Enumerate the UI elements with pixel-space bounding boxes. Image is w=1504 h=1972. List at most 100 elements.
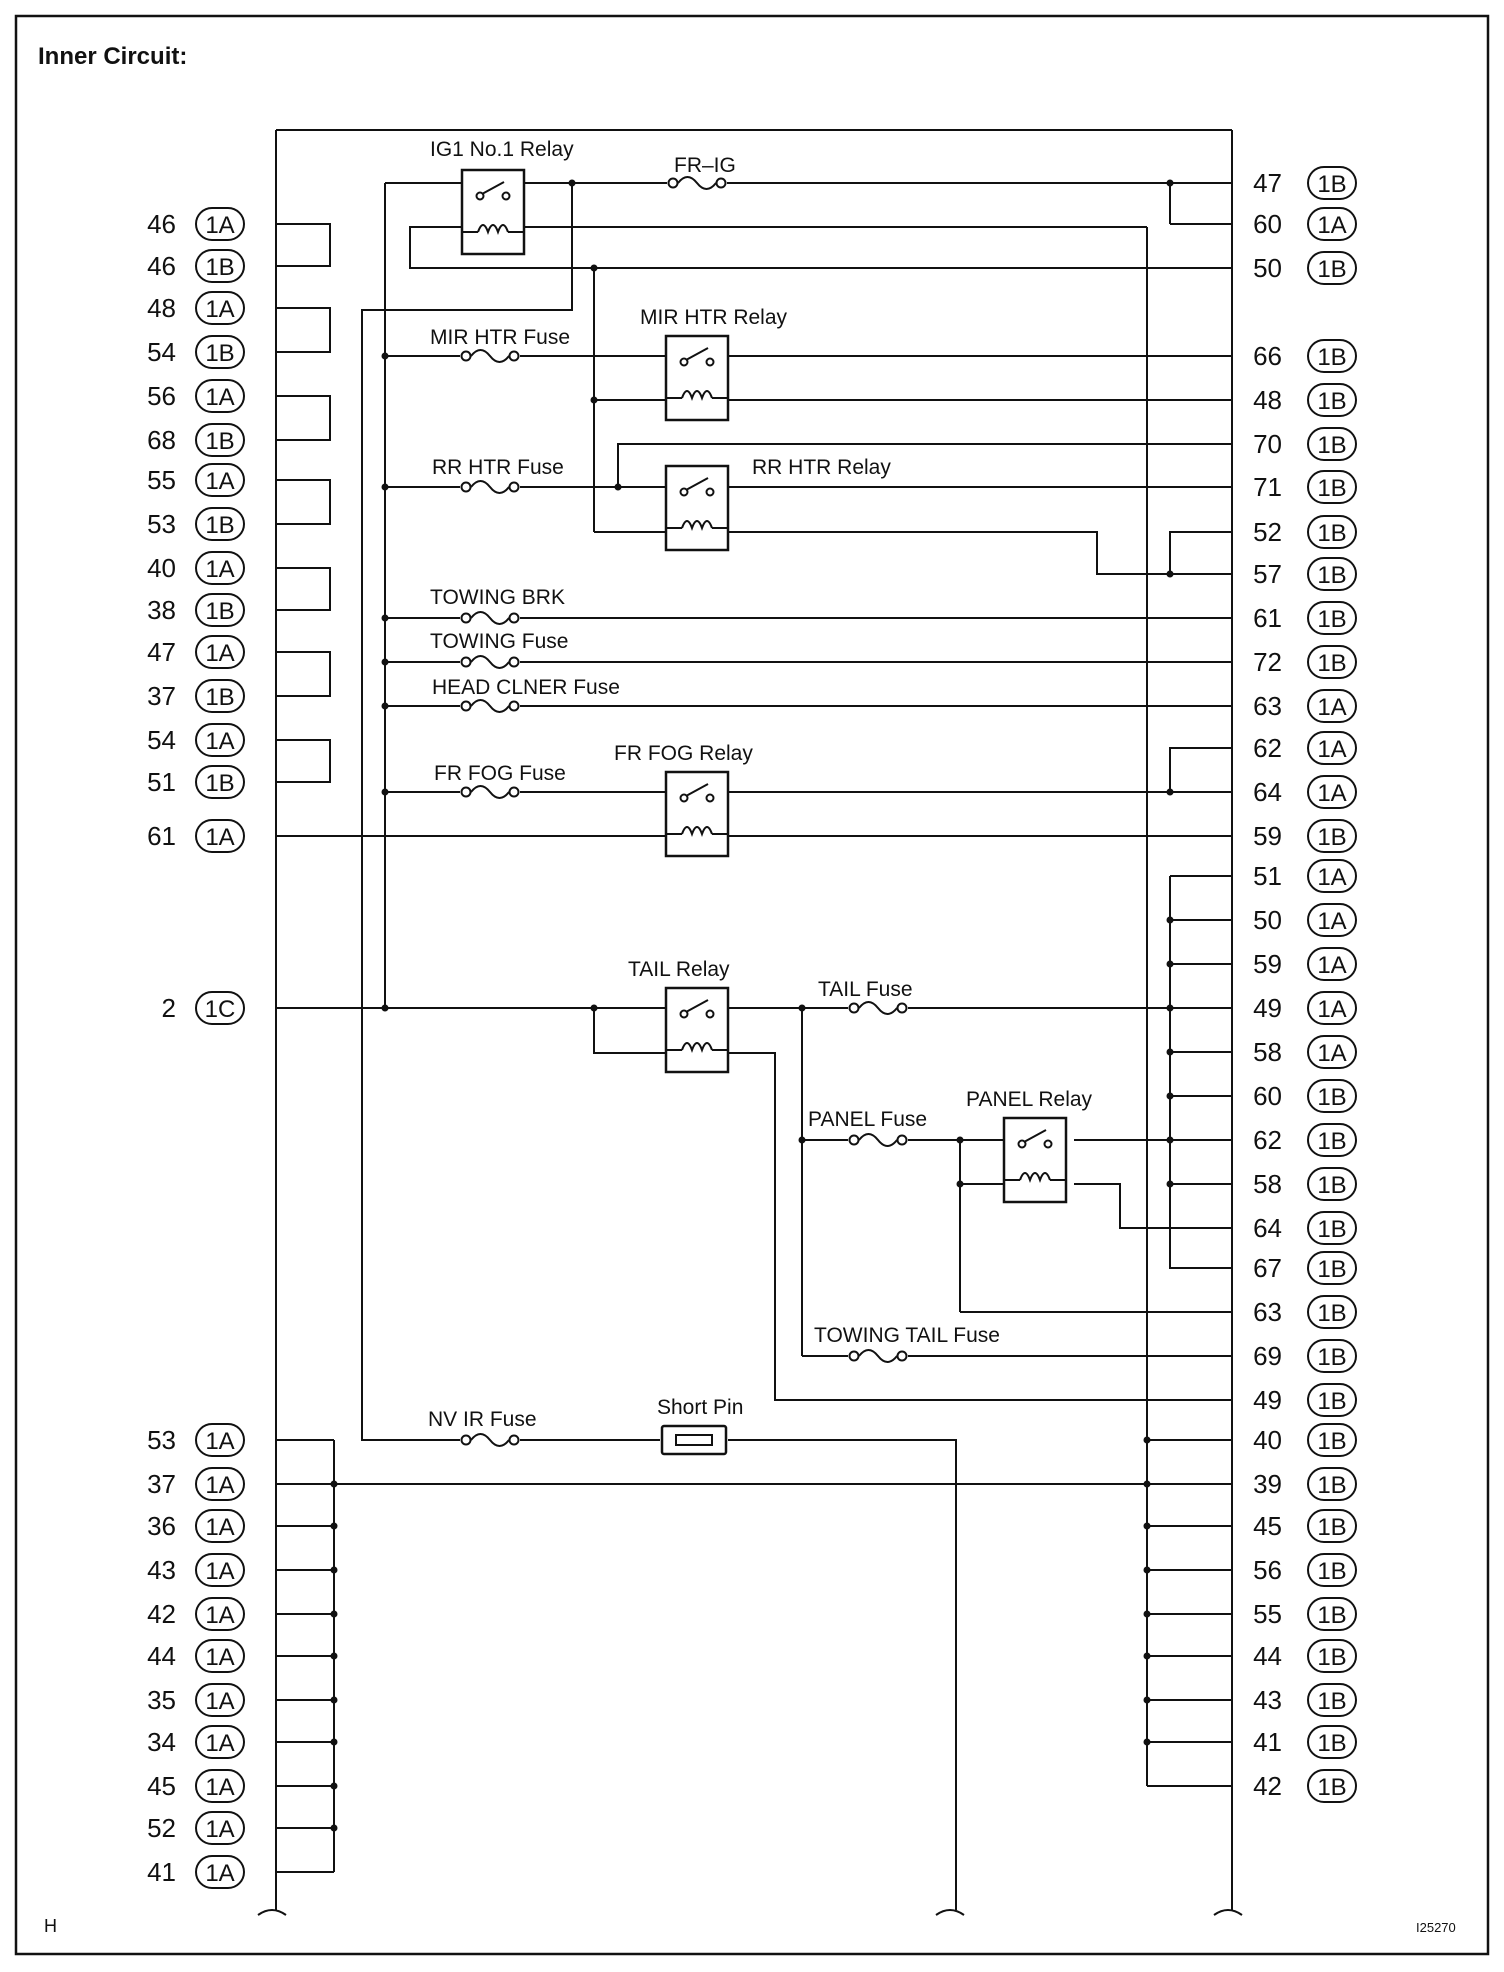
connector-code: 1A (205, 296, 234, 323)
fuse-label: RR HTR Fuse (432, 456, 564, 479)
connector-badge (195, 1725, 245, 1759)
connector-code: 1B (1317, 1256, 1346, 1283)
connector-badge (1307, 1467, 1357, 1501)
connector-badge (195, 723, 245, 757)
terminal-number: 44 (147, 1641, 176, 1671)
terminal-number: 61 (147, 821, 176, 851)
fuse-label: TOWING TAIL Fuse (814, 1324, 1000, 1347)
connector-code: 1B (205, 770, 234, 797)
connector-badge (1307, 947, 1357, 981)
terminal-number: 63 (1253, 1297, 1282, 1327)
fuse-towbrk: TOWING BRK (430, 586, 565, 626)
connector-code: 1B (1317, 1774, 1346, 1801)
connector-code: 1B (1317, 1172, 1346, 1199)
junction-dots (330, 179, 1174, 1832)
left-terminal: 68 1B (147, 423, 245, 457)
fuse-label: HEAD CLNER Fuse (432, 676, 620, 699)
terminal-number: 71 (1253, 472, 1282, 502)
connector-badge (1307, 207, 1357, 241)
connector-code: 1B (1317, 388, 1346, 415)
terminal-number: 64 (1253, 777, 1282, 807)
connector-code: 1A (205, 468, 234, 495)
fuse-towtail: TOWING TAIL Fuse (814, 1324, 1000, 1364)
connector-badge (195, 551, 245, 585)
fuse-head: HEAD CLNER Fuse (432, 676, 620, 714)
connector-badge (195, 1811, 245, 1845)
terminal-number: 49 (1253, 993, 1282, 1023)
connector-code: 1B (1317, 1472, 1346, 1499)
terminal-number: 43 (147, 1555, 176, 1585)
terminal-number: 44 (1253, 1641, 1282, 1671)
relay-label: MIR HTR Relay (640, 306, 788, 329)
terminal-number: 42 (1253, 1771, 1282, 1801)
connector-badge (195, 1553, 245, 1587)
connector-code: 1A (205, 640, 234, 667)
terminal-number: 50 (1253, 253, 1282, 283)
connector-code: 1B (1317, 562, 1346, 589)
connector-badge (1307, 775, 1357, 809)
connector-code: 1B (1317, 650, 1346, 677)
connector-code: 1B (1317, 1688, 1346, 1715)
terminal-number: 49 (1253, 1385, 1282, 1415)
terminal-number: 51 (1253, 861, 1282, 891)
relay-panel: PANEL Relay (966, 1088, 1093, 1204)
connector-code: 1A (1317, 952, 1346, 979)
fuse-panel: PANEL Fuse (808, 1108, 927, 1148)
fuse-tail: TAIL Fuse (818, 978, 913, 1016)
connector-code: 1B (1317, 344, 1346, 371)
terminal-number: 37 (147, 681, 176, 711)
connector-code: 1A (205, 1644, 234, 1671)
connector-code: 1A (205, 1860, 234, 1887)
connector-code: 1B (1317, 1428, 1346, 1455)
connector-code: 1A (205, 1730, 234, 1757)
connector-code: 1A (205, 212, 234, 239)
connector-code: 1B (205, 428, 234, 455)
terminal-number: 34 (147, 1727, 176, 1757)
relay-label: FR FOG Relay (614, 742, 753, 765)
fuse-fog: FR FOG Fuse (434, 762, 566, 800)
connector-code: 1B (1317, 1558, 1346, 1585)
connector-badge (195, 593, 245, 627)
connector-badge (1307, 1769, 1357, 1803)
connector-badge (1307, 1339, 1357, 1373)
terminal-number: 63 (1253, 691, 1282, 721)
terminal-number: 52 (147, 1813, 176, 1843)
terminal-number: 53 (147, 1425, 176, 1455)
connector-badge (1307, 601, 1357, 635)
corner-code-right: I25270 (1416, 1920, 1456, 1935)
terminal-number: 35 (147, 1685, 176, 1715)
connector-code: 1B (1317, 606, 1346, 633)
terminal-number: 72 (1253, 647, 1282, 677)
connector-badge (1307, 991, 1357, 1025)
connector-badge (1307, 251, 1357, 285)
right-terminal: 44 1B (1253, 1639, 1357, 1673)
connector-code: 1B (1317, 520, 1346, 547)
terminal-number: 68 (147, 425, 176, 455)
connector-code: 1B (1317, 1644, 1346, 1671)
left-terminal: 44 1A (147, 1639, 245, 1673)
